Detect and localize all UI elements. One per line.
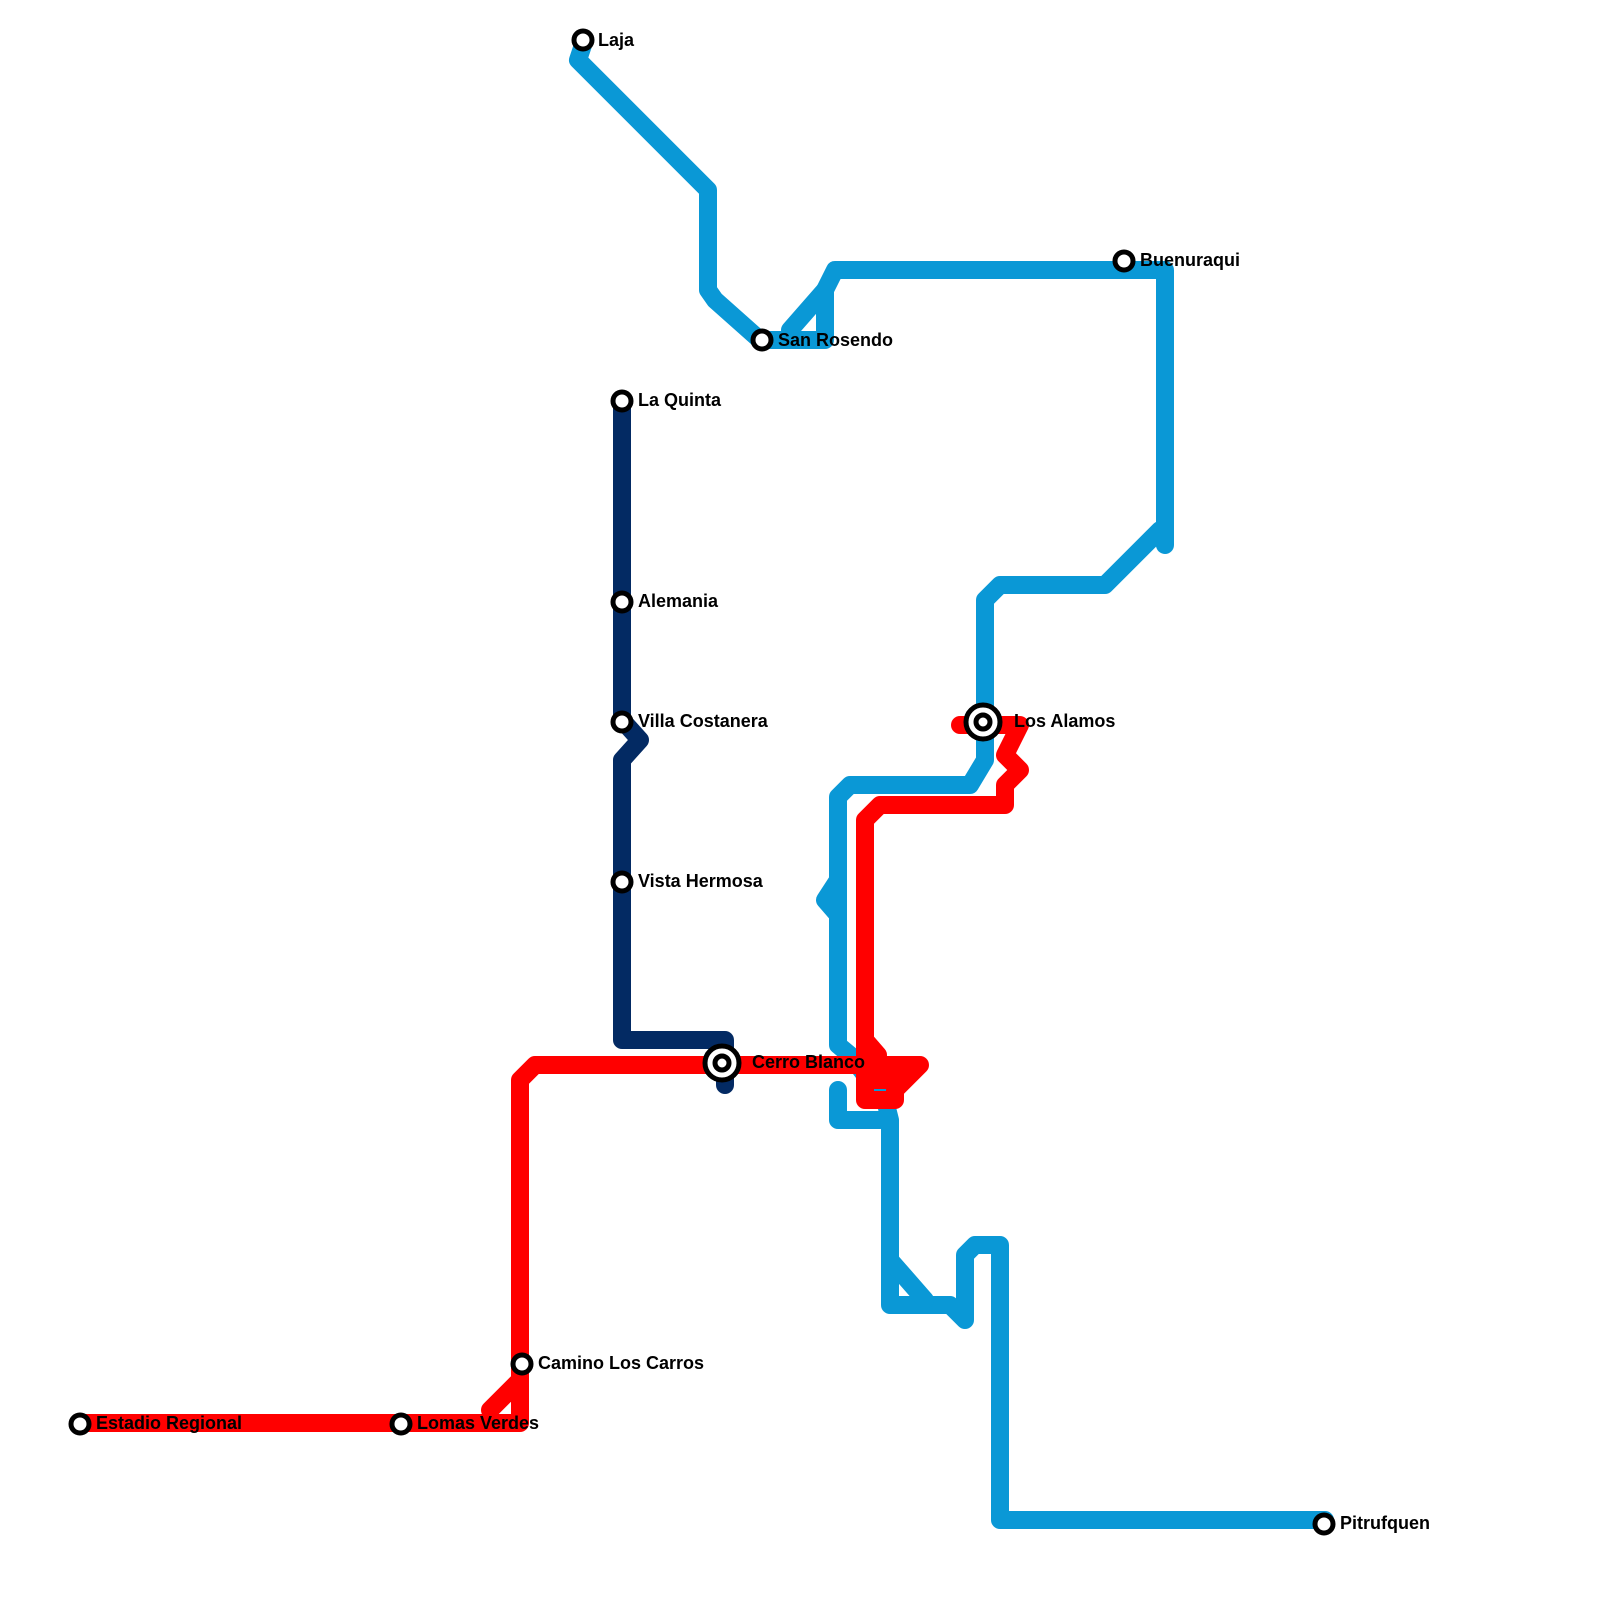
navy-line-route [613, 393, 734, 1094]
interchange-marker-inner [712, 1053, 732, 1073]
station-label: Estadio Regional [96, 1413, 242, 1433]
station-marker[interactable] [389, 1412, 413, 1436]
station-marker[interactable] [571, 28, 595, 52]
station-cerro-blanco[interactable]: Cerro Blanco [702, 1043, 865, 1083]
station-marker[interactable] [610, 389, 634, 413]
blue-line-spur-2 [816, 871, 847, 924]
station-marker[interactable] [610, 590, 634, 614]
station-label: Cerro Blanco [752, 1052, 865, 1072]
station-villa-costanera[interactable]: Villa Costanera [610, 710, 769, 734]
navy-line [613, 393, 734, 1094]
station-label: Los Alamos [1014, 711, 1115, 731]
station-label: Villa Costanera [638, 711, 769, 731]
station-label: Alemania [638, 591, 719, 611]
station-marker[interactable] [1112, 249, 1136, 273]
station-san-rosendo[interactable]: San Rosendo [750, 328, 893, 352]
station-buenuraqui[interactable]: Buenuraqui [1112, 249, 1240, 273]
station-camino-los-carros[interactable]: Camino Los Carros [510, 1352, 704, 1376]
station-label: Camino Los Carros [538, 1353, 704, 1373]
station-label: San Rosendo [778, 330, 893, 350]
blue-line-spur-1 [781, 281, 834, 339]
station-marker[interactable] [610, 710, 634, 734]
station-vista-hermosa[interactable]: Vista Hermosa [610, 870, 764, 894]
station-estadio-regional[interactable]: Estadio Regional [68, 1412, 242, 1436]
station-label: Pitrufquen [1340, 1513, 1430, 1533]
blue-line-spur-3 [881, 1251, 934, 1309]
station-la-quinta[interactable]: La Quinta [610, 389, 722, 413]
station-marker[interactable] [510, 1352, 534, 1376]
stations: Laja San Rosendo Buenuraqui La Quinta Al… [68, 28, 1430, 1536]
station-label: La Quinta [638, 390, 722, 410]
blue-line [569, 36, 1334, 1529]
blue-line-spur-4 [829, 1081, 889, 1129]
red-line [71, 716, 1029, 1432]
station-alemania[interactable]: Alemania [610, 590, 719, 614]
station-label: Lomas Verdes [417, 1413, 539, 1433]
station-label: Laja [598, 30, 635, 50]
station-los-alamos[interactable]: Los Alamos [963, 702, 1115, 742]
station-marker[interactable] [610, 870, 634, 894]
station-marker[interactable] [1312, 1512, 1336, 1536]
interchange-marker-inner [973, 712, 993, 732]
red-line-route [71, 716, 1029, 1432]
station-marker[interactable] [68, 1412, 92, 1436]
station-lomas-verdes[interactable]: Lomas Verdes [389, 1412, 539, 1436]
station-laja[interactable]: Laja [571, 28, 635, 52]
station-label: Buenuraqui [1140, 250, 1240, 270]
station-pitrufquen[interactable]: Pitrufquen [1312, 1512, 1430, 1536]
station-marker[interactable] [750, 328, 774, 352]
station-label: Vista Hermosa [638, 871, 764, 891]
blue-line-route [569, 36, 1334, 1529]
